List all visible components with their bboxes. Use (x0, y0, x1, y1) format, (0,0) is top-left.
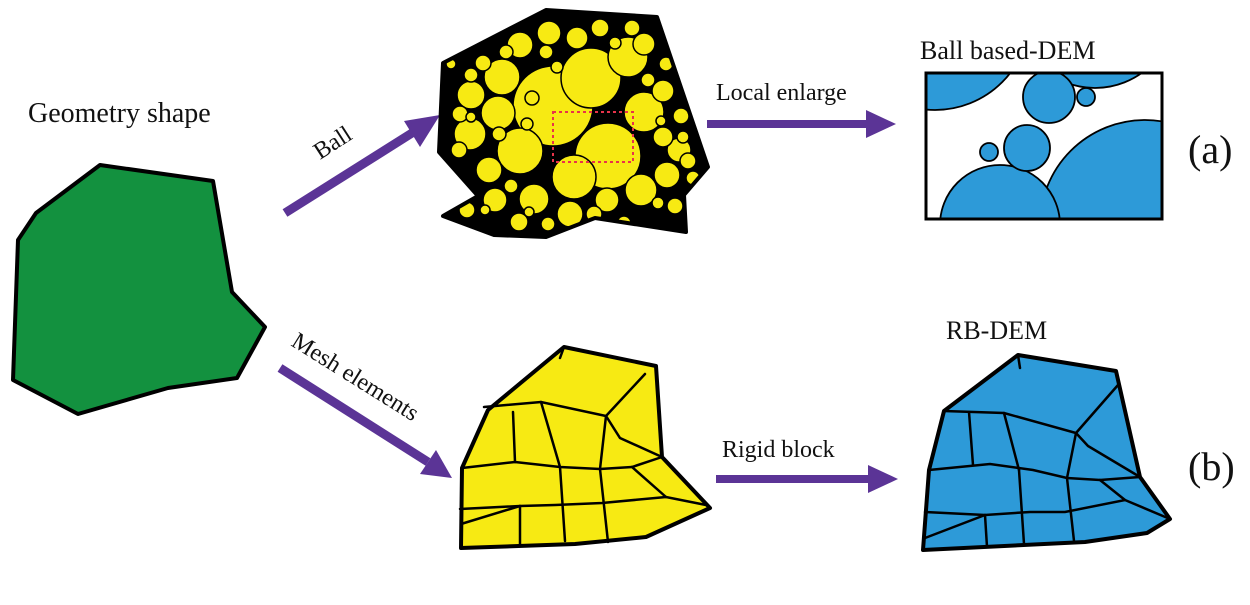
packed-ball (676, 130, 690, 144)
packed-ball (523, 206, 535, 218)
packed-ball (496, 127, 544, 175)
packed-ball (509, 212, 529, 232)
packed-ball (666, 197, 684, 215)
packed-ball (465, 111, 477, 123)
ball-arrow-label: Ball (309, 121, 357, 165)
ball-packed-shape (437, 8, 710, 239)
packed-ball (651, 196, 665, 210)
ball-arrow (282, 115, 440, 217)
packed-ball (475, 156, 503, 184)
packed-ball (672, 107, 690, 125)
packed-ball (651, 79, 675, 103)
packed-ball (540, 216, 556, 232)
packed-ball (536, 20, 562, 46)
panel-b-label: (b) (1188, 444, 1235, 489)
geometry-shape-label: Geometry shape (28, 98, 211, 129)
packed-ball (594, 187, 620, 213)
packed-ball (538, 44, 554, 60)
packed-ball (474, 54, 492, 72)
packed-ball (479, 204, 491, 216)
packed-ball (652, 126, 674, 148)
mesh-elements-shape (458, 345, 712, 550)
packed-ball (653, 161, 681, 189)
packed-ball (590, 18, 610, 38)
packed-ball (679, 152, 697, 170)
zoom-box-marker (552, 111, 634, 163)
packed-ball (451, 105, 469, 123)
packed-ball (483, 58, 521, 96)
geometry-shape-polygon (11, 163, 267, 416)
packed-ball (524, 90, 540, 106)
packed-ball (498, 44, 514, 60)
local-enlarge-arrow (707, 110, 896, 138)
rb-dem-title: RB-DEM (946, 316, 1047, 345)
packed-ball (551, 154, 597, 200)
packed-ball (608, 36, 622, 50)
packed-ball (560, 47, 622, 109)
rigid-block-label: Rigid block (722, 437, 835, 463)
panel-a-label: (a) (1188, 127, 1232, 172)
packed-ball (503, 178, 519, 194)
mesh-elements-arrow (277, 364, 452, 478)
packed-ball (550, 60, 564, 74)
packed-ball (456, 80, 486, 110)
packed-ball (491, 126, 507, 142)
packed-ball (480, 95, 516, 131)
packed-ball (632, 32, 656, 56)
ball-based-dem-panel (924, 71, 1164, 221)
packed-ball (450, 141, 468, 159)
packed-ball (640, 72, 656, 88)
packed-ball (655, 115, 667, 127)
packed-ball (624, 173, 658, 207)
packed-ball (623, 19, 641, 37)
ball-based-dem-title: Ball based-DEM (920, 36, 1095, 65)
rigid-block-arrow (716, 465, 898, 493)
local-enlarge-label: Local enlarge (716, 80, 847, 106)
rb-dem-shape (921, 353, 1172, 552)
packed-ball (463, 67, 479, 83)
packed-ball (520, 117, 534, 131)
packed-ball (690, 190, 702, 202)
packed-ball (565, 26, 589, 50)
